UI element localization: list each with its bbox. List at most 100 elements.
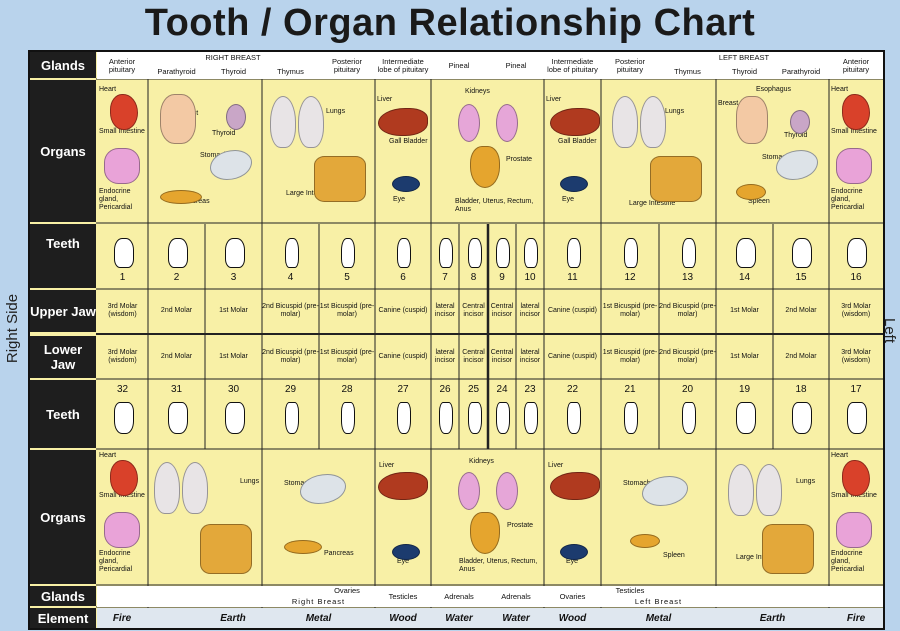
gland-anterior-pituitary-l: Anterior pituitary bbox=[842, 56, 870, 74]
heart-icon bbox=[842, 94, 870, 130]
lower-tooth-icon bbox=[397, 402, 411, 434]
upper-tooth-icon bbox=[284, 238, 299, 268]
tooth-number-lower: 25 bbox=[467, 384, 480, 395]
gland-parathyroid-r: Parathyroid bbox=[157, 67, 196, 76]
tooth-number-lower: 29 bbox=[284, 384, 297, 395]
spleen-icon bbox=[736, 184, 766, 200]
large-intestine-icon bbox=[762, 524, 814, 574]
upper-jaw-tooth-type: 1st Molar bbox=[219, 307, 248, 314]
large-intestine-icon bbox=[650, 156, 702, 202]
lower-organ-label: Spleen bbox=[663, 552, 685, 559]
upper-organ-label: Kidneys bbox=[465, 88, 490, 95]
gland-testicles-r: Testicles bbox=[388, 591, 418, 601]
gland-right-breast-bottom: Right Breast bbox=[291, 597, 346, 606]
lower-tooth-icon bbox=[467, 402, 482, 434]
upper-jaw-tooth-type: 1st Bicuspid (pre-molar) bbox=[602, 303, 658, 318]
upper-organ-label: Stomach bbox=[200, 152, 228, 159]
heart-icon bbox=[842, 460, 870, 496]
tooth-number-upper: 6 bbox=[400, 272, 406, 283]
small-intestine-icon bbox=[104, 512, 140, 548]
small-intestine-icon bbox=[836, 148, 872, 184]
lung-right-icon bbox=[640, 96, 666, 148]
tooth-number-upper: 8 bbox=[470, 272, 477, 283]
tooth-number-lower: 30 bbox=[227, 384, 240, 395]
lower-tooth-icon bbox=[624, 402, 638, 434]
upper-organ-label: Prostate bbox=[506, 156, 533, 163]
kidney-right-icon bbox=[496, 104, 518, 142]
lower-organ-label: Liver bbox=[548, 462, 564, 469]
upper-jaw-tooth-type: Canine (cuspid) bbox=[378, 307, 428, 314]
upper-jaw-tooth-type: 2nd Bicuspid (pre-molar) bbox=[262, 303, 319, 318]
upper-organ-label: Esophagus bbox=[756, 86, 792, 93]
upper-jaw-tooth-type: lateral incisor bbox=[519, 303, 541, 318]
lower-jaw-tooth-type: 2nd Bicuspid (pre-molar) bbox=[659, 349, 716, 364]
lower-tooth-icon bbox=[284, 402, 299, 434]
row-label-upper-jaw: Upper Jaw bbox=[30, 290, 96, 332]
row-label-glands-top: Glands bbox=[30, 52, 96, 78]
upper-jaw-tooth-type: Central incisor bbox=[490, 303, 514, 318]
lung-left-icon bbox=[728, 464, 754, 516]
gland-anterior-pituitary-r: Anterior pituitary bbox=[108, 56, 136, 74]
heart-icon bbox=[110, 460, 138, 496]
upper-tooth-icon bbox=[341, 238, 355, 268]
lung-right-icon bbox=[298, 96, 324, 148]
thyroid-icon bbox=[790, 110, 810, 134]
lower-jaw-tooth-type: 2nd Bicuspid (pre-molar) bbox=[262, 349, 319, 364]
large-intestine-icon bbox=[314, 156, 366, 202]
tooth-number-lower: 27 bbox=[397, 384, 409, 395]
lower-jaw-tooth-type: 2nd Molar bbox=[160, 353, 193, 360]
element-metal-r: Metal bbox=[305, 612, 332, 624]
lower-jaw-tooth-type: Central incisor bbox=[462, 349, 485, 364]
element-fire-r: Fire bbox=[112, 612, 132, 624]
upper-organ-label: Heart bbox=[831, 86, 849, 93]
upper-organ-label: Bladder, Uterus, Rectum, Anus bbox=[455, 198, 534, 213]
upper-tooth-icon bbox=[681, 238, 696, 268]
tooth-number-upper: 12 bbox=[624, 272, 636, 283]
eye-icon bbox=[392, 544, 420, 560]
upper-organ-label: Endocrine gland, Pericardial bbox=[99, 188, 133, 211]
lower-organ-label: Eye bbox=[566, 558, 579, 565]
gland-adrenals-r: Adrenals bbox=[444, 591, 474, 601]
gland-parathyroid-l: Parathyroid bbox=[781, 67, 821, 76]
upper-organ-label: Small Intestine bbox=[99, 128, 145, 135]
tooth-number-lower: 20 bbox=[681, 384, 694, 395]
tooth-number-upper: 9 bbox=[499, 272, 505, 283]
lower-jaw-tooth-type: 1st Bicuspid (pre-molar) bbox=[602, 349, 658, 364]
upper-jaw-tooth-type: 3rd Molar (wisdom) bbox=[107, 303, 138, 318]
bladder-icon bbox=[470, 146, 500, 188]
chart-grid bbox=[96, 52, 883, 628]
element-fire-l: Fire bbox=[846, 612, 866, 624]
gland-thymus-r: Thymus bbox=[277, 67, 304, 76]
lower-organ-label: Liver bbox=[379, 462, 395, 469]
breast-icon bbox=[736, 96, 768, 144]
gland-intermediate-lobe-l: Intermediate lobe of pituitary bbox=[547, 56, 598, 74]
row-label-teeth-lower: Teeth bbox=[30, 380, 96, 448]
tooth-number-upper: 2 bbox=[173, 272, 180, 283]
large-intestine-icon bbox=[200, 524, 252, 574]
gland-thyroid-l: Thyroid bbox=[731, 67, 757, 76]
lower-organ-label: Heart bbox=[831, 452, 849, 459]
gland-adrenals-l: Adrenals bbox=[501, 591, 531, 601]
tooth-number-upper: 10 bbox=[524, 272, 536, 283]
lower-tooth-icon bbox=[439, 402, 453, 434]
upper-jaw-tooth-type: Central incisor bbox=[462, 303, 485, 318]
thyroid-icon bbox=[226, 104, 246, 130]
small-intestine-icon bbox=[104, 148, 140, 184]
upper-organ-label: Thyroid bbox=[212, 130, 236, 137]
tooth-number-lower: 21 bbox=[624, 384, 636, 395]
tooth-number-upper: 15 bbox=[795, 272, 807, 283]
element-earth-r: Earth bbox=[220, 612, 246, 624]
lower-jaw-tooth-type: 1st Molar bbox=[219, 353, 248, 360]
row-label-teeth-upper: Teeth bbox=[30, 224, 96, 288]
tooth-number-lower: 17 bbox=[850, 384, 862, 395]
lower-organ-label: Kidneys bbox=[469, 458, 494, 465]
tooth-number-lower: 19 bbox=[738, 384, 751, 395]
element-earth-l: Earth bbox=[759, 612, 786, 624]
pancreas-icon bbox=[284, 540, 322, 554]
gland-thymus-l: Thymus bbox=[674, 67, 701, 76]
kidney-left-icon bbox=[458, 104, 480, 142]
lower-jaw-tooth-type: 1st Bicuspid (pre-molar) bbox=[319, 349, 375, 364]
lower-jaw-tooth-type: 2nd Molar bbox=[785, 353, 817, 360]
element-wood-r: Wood bbox=[389, 612, 417, 624]
upper-tooth-icon bbox=[624, 238, 638, 268]
